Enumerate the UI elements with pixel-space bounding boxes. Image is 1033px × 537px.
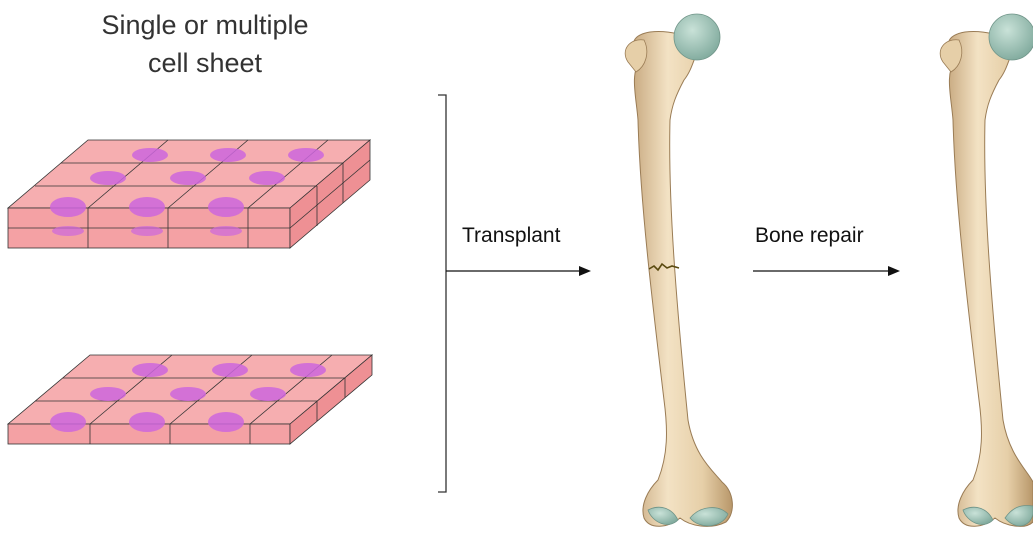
transplant-label: Transplant — [462, 224, 560, 248]
femur-repaired — [940, 14, 1033, 526]
femur-fractured — [625, 14, 732, 526]
bone-repair-arrow — [753, 266, 900, 276]
transplant-arrow — [446, 266, 591, 276]
grouping-bracket — [438, 95, 446, 492]
bone-repair-label: Bone repair — [755, 224, 864, 248]
cell-sheet-upper — [8, 140, 370, 248]
cell-sheet-lower — [8, 355, 372, 444]
